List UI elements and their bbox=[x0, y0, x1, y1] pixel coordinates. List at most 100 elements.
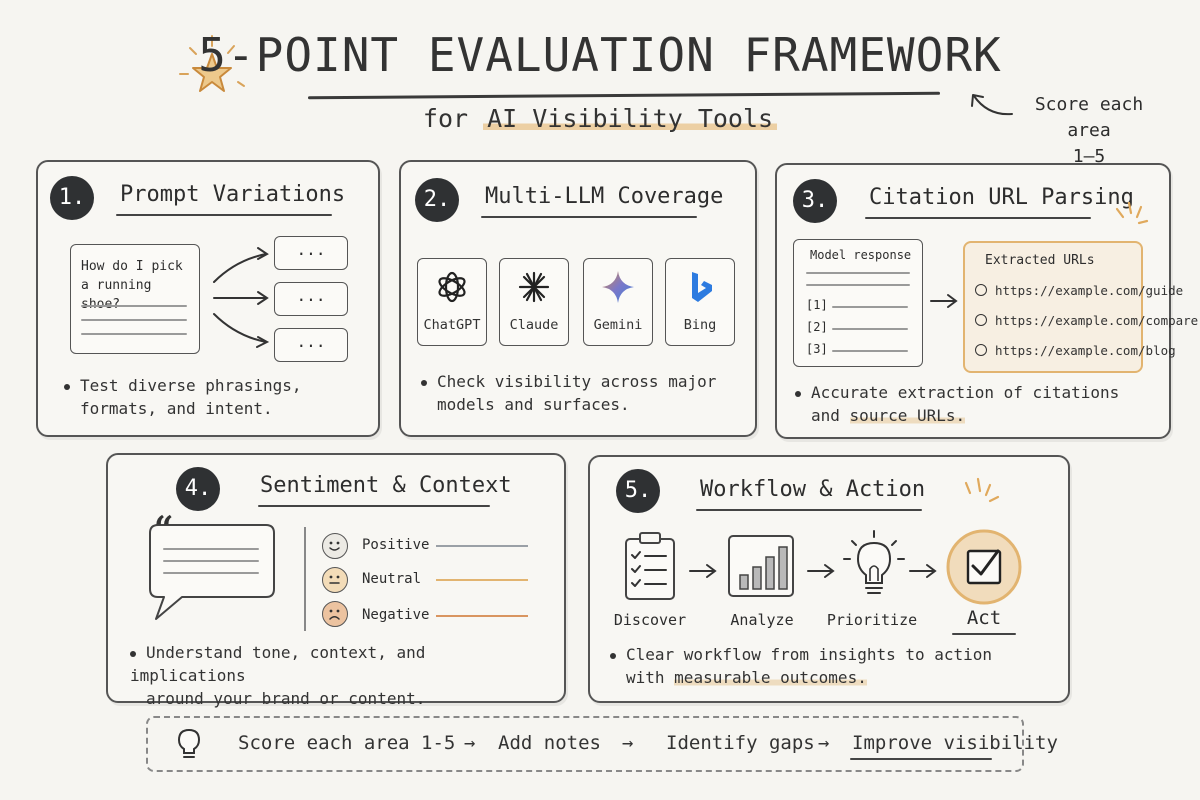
variation-bubble: ... bbox=[274, 236, 348, 270]
bullet-line1: Test diverse phrasings, bbox=[80, 376, 302, 395]
llm-label: Bing bbox=[683, 317, 717, 333]
link-icon bbox=[975, 344, 987, 356]
card-number: 3. bbox=[793, 179, 837, 223]
card-bullet: Clear workflow from insights to action w… bbox=[610, 643, 1050, 689]
citation-ref: [3] bbox=[806, 342, 828, 356]
page-subtitle: for AI Visibility Tools bbox=[0, 104, 1200, 133]
citation-ref: [2] bbox=[806, 320, 828, 334]
title-underline bbox=[307, 91, 941, 100]
prompt-box: How do I pick a running shoe? bbox=[70, 244, 200, 354]
url-text: https://example.com/compare bbox=[995, 313, 1199, 328]
title-underline bbox=[865, 217, 1091, 219]
score-note: Score each area 1–5 bbox=[1014, 92, 1164, 170]
checkmark-badge-icon bbox=[946, 529, 1022, 605]
llm-gemini: Gemini bbox=[583, 258, 653, 346]
llm-label: Claude bbox=[509, 317, 559, 333]
model-response-label: Model response bbox=[810, 248, 912, 262]
sentiment-bar-neutral bbox=[436, 579, 528, 581]
card-bullet: Understand tone, context, and implicatio… bbox=[130, 641, 550, 710]
link-icon bbox=[975, 314, 987, 326]
llm-label: Gemini bbox=[593, 317, 643, 333]
card-workflow-action: 5. Workflow & Action bbox=[588, 455, 1070, 703]
positive-face-icon bbox=[322, 533, 348, 559]
bing-icon bbox=[692, 272, 712, 302]
title-underline bbox=[116, 214, 332, 216]
footer-underline bbox=[850, 758, 992, 760]
gemini-icon bbox=[602, 271, 634, 303]
footer-arrow: → bbox=[464, 732, 476, 754]
card-title: Sentiment & Context bbox=[260, 473, 512, 498]
card-multi-llm-coverage: 2. Multi-LLM Coverage ChatGPT Claude bbox=[399, 160, 757, 437]
workflow-step-label: Discover bbox=[613, 611, 687, 629]
chatgpt-icon bbox=[438, 271, 466, 303]
model-response-box: Model response [1] [2] [3] bbox=[793, 239, 923, 367]
bullet-line2-highlight: source URLs. bbox=[849, 406, 966, 425]
negative-face-icon bbox=[322, 601, 348, 627]
card-bullet: Check visibility across major models and… bbox=[421, 370, 741, 416]
bullet-line1: Check visibility across major bbox=[437, 372, 717, 391]
quote-mark: “ bbox=[154, 509, 174, 549]
star-icon bbox=[179, 35, 245, 92]
bullet-line2-highlight: measurable outcomes. bbox=[674, 668, 867, 687]
neutral-face-icon bbox=[322, 567, 348, 593]
card-title: Prompt Variations bbox=[120, 182, 346, 207]
bullet-line2-prefix: and bbox=[811, 406, 840, 425]
link-icon bbox=[975, 284, 987, 296]
speech-bubble-icon bbox=[149, 524, 275, 620]
extracted-urls-label: Extracted URLs bbox=[985, 253, 1095, 268]
footer-arrow: → bbox=[622, 732, 634, 754]
llm-chatgpt: ChatGPT bbox=[417, 258, 487, 346]
bullet-line2: around your brand or content. bbox=[146, 689, 426, 708]
sentiment-bar-negative bbox=[436, 615, 528, 617]
card-prompt-variations: 1. Prompt Variations How do I pick a run… bbox=[36, 160, 380, 437]
card-title: Citation URL Parsing bbox=[869, 185, 1134, 210]
card-number: 2. bbox=[415, 178, 459, 222]
sentiment-bar-positive bbox=[436, 545, 528, 547]
page-title: 5-POINT EVALUATION FRAMEWORK bbox=[198, 28, 1002, 82]
bullet-line2: formats, and intent. bbox=[80, 399, 273, 418]
url-row: https://example.com/blog bbox=[975, 343, 1176, 358]
curved-arrow-icon bbox=[971, 94, 1013, 116]
bullet-line1: Accurate extraction of citations bbox=[811, 383, 1120, 402]
footer-step: Identify gaps bbox=[666, 732, 815, 754]
score-note-range: 1–5 bbox=[1066, 146, 1112, 169]
footer-arrow: → bbox=[818, 732, 830, 754]
bullet-line2: models and surfaces. bbox=[437, 395, 630, 414]
llm-label: ChatGPT bbox=[423, 317, 481, 333]
card-bullet: Test diverse phrasings, formats, and int… bbox=[64, 374, 364, 420]
branch-arrows bbox=[213, 247, 270, 348]
url-row: https://example.com/guide bbox=[975, 283, 1183, 298]
sparkle-icon bbox=[1115, 201, 1149, 225]
subtitle-highlight: AI Visibility Tools bbox=[483, 104, 778, 133]
arrow-right-icon bbox=[909, 564, 937, 578]
url-text: https://example.com/guide bbox=[995, 283, 1184, 298]
arrow-right-icon bbox=[807, 564, 835, 578]
lightbulb-icon bbox=[843, 530, 905, 594]
card-title: Workflow & Action bbox=[700, 477, 926, 502]
prompt-text: How do I pick a running shoe? bbox=[81, 259, 183, 312]
extracted-urls-box: Extracted URLs https://example.com/guide… bbox=[963, 241, 1198, 373]
title-underline bbox=[481, 216, 697, 218]
arrow-right-icon bbox=[930, 294, 958, 308]
title-underline bbox=[258, 505, 490, 507]
card-bullet: Accurate extraction of citations and sou… bbox=[795, 381, 1155, 427]
sentiment-label: Neutral bbox=[362, 571, 422, 587]
citation-ref: [1] bbox=[806, 298, 828, 312]
claude-icon bbox=[518, 271, 550, 303]
card-number: 5. bbox=[616, 469, 660, 513]
url-text: https://example.com/blog bbox=[995, 343, 1176, 358]
sparkle-icon bbox=[964, 477, 1000, 503]
footer-step: Add notes bbox=[498, 732, 601, 754]
card-number: 4. bbox=[176, 467, 220, 511]
bar-chart-icon bbox=[728, 535, 794, 597]
bullet-line2-prefix: with bbox=[626, 668, 665, 687]
workflow-step-label-act: Act bbox=[966, 607, 1002, 629]
workflow-step-label: Analyze bbox=[730, 611, 794, 629]
sentiment-label: Negative bbox=[362, 607, 430, 623]
arrow-right-icon bbox=[689, 564, 717, 578]
lightbulb-icon bbox=[177, 728, 201, 758]
act-underline bbox=[952, 633, 1016, 635]
footer-process-box: Score each area 1-5 → Add notes → Identi… bbox=[146, 716, 1058, 772]
divider bbox=[304, 527, 306, 631]
clipboard-checklist-icon bbox=[625, 532, 675, 600]
